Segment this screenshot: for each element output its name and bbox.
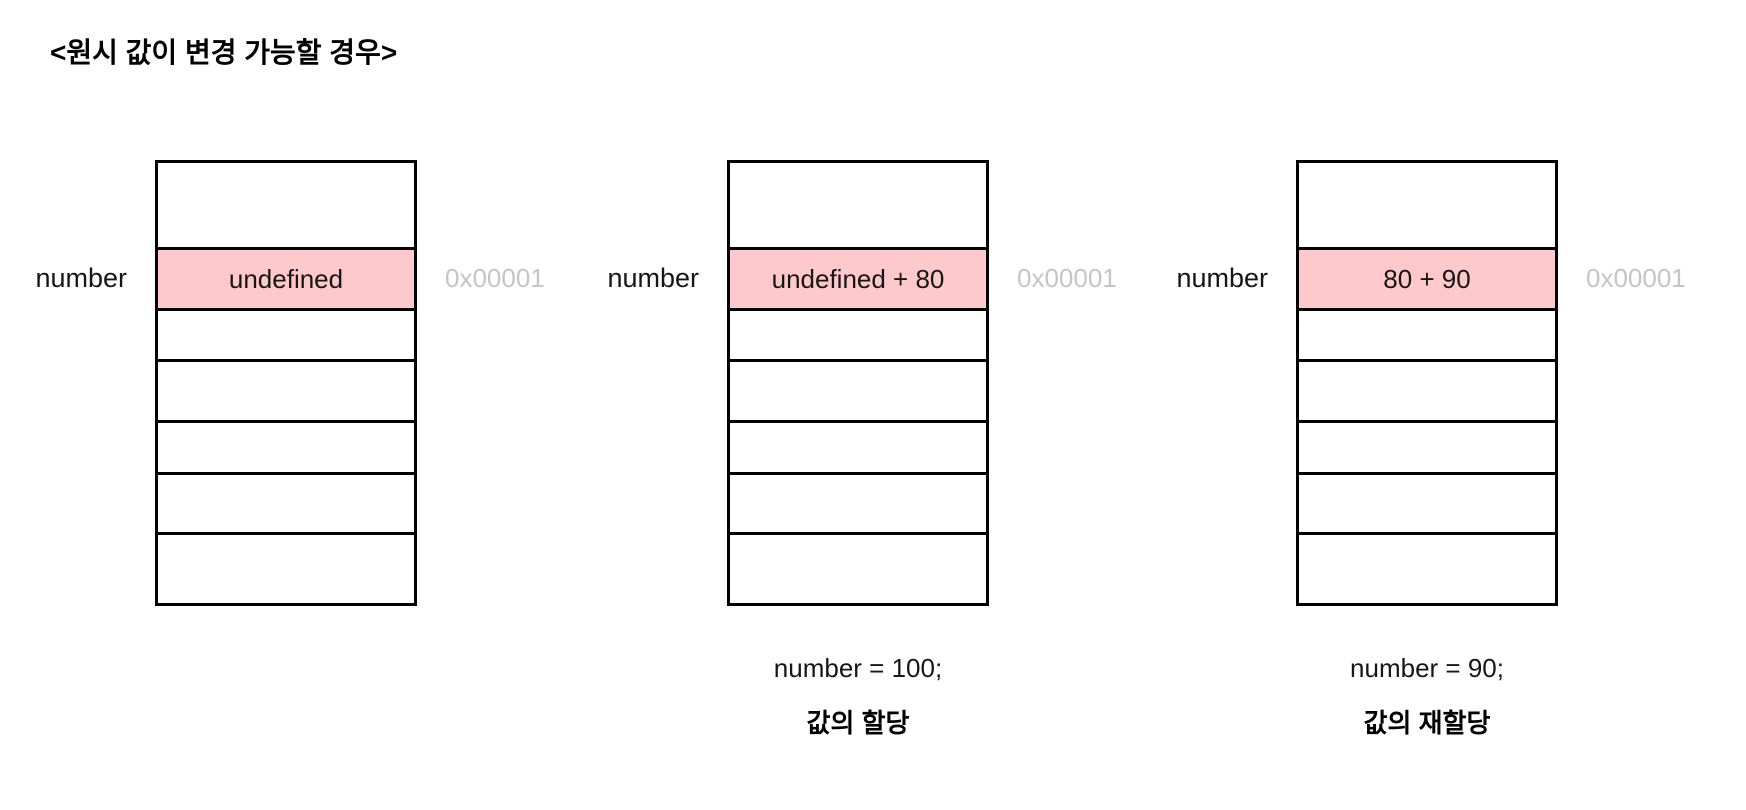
memory-stack: undefined + 80 (727, 160, 989, 606)
memory-cell (1299, 163, 1555, 247)
memory-address: 0x00001 (445, 263, 545, 293)
memory-cell-highlighted: undefined + 80 (730, 247, 986, 308)
memory-cell (730, 532, 986, 603)
reassignment-code-caption: number = 90; (1350, 653, 1504, 683)
memory-cell (1299, 420, 1555, 472)
memory-cell (158, 359, 414, 420)
memory-cell (730, 163, 986, 247)
caption-title: 값의 할당 (806, 708, 910, 738)
memory-cell (730, 420, 986, 472)
memory-cell (158, 163, 414, 247)
assignment-code-caption: number = 100; (773, 653, 943, 683)
memory-cell (158, 308, 414, 359)
cell-value: undefined (228, 263, 344, 294)
memory-cell (158, 472, 414, 532)
variable-label: number (607, 263, 699, 293)
memory-stack: 80 + 90 (1296, 160, 1558, 606)
memory-cell (1299, 308, 1555, 359)
variable-label: number (35, 263, 127, 293)
memory-cell (730, 359, 986, 420)
memory-cell (730, 472, 986, 532)
memory-cell (1299, 359, 1555, 420)
memory-cell-highlighted: undefined (158, 247, 414, 308)
memory-cell (1299, 532, 1555, 603)
memory-cell-highlighted: 80 + 90 (1299, 247, 1555, 308)
variable-label: number (1176, 263, 1268, 293)
caption-title: 값의 재할당 (1363, 708, 1491, 738)
memory-stack: undefined (155, 160, 417, 606)
memory-cell (1299, 472, 1555, 532)
memory-cell (158, 532, 414, 603)
memory-address: 0x00001 (1586, 263, 1686, 293)
memory-cell (730, 308, 986, 359)
memory-panel-declaration: number undefined 0x00001 (0, 160, 655, 780)
memory-panel-assignment: number undefined + 80 0x00001 number = 1… (547, 160, 1227, 780)
page-title: <원시 값이 변경 가능할 경우> (50, 37, 398, 68)
memory-address: 0x00001 (1017, 263, 1117, 293)
memory-cell (158, 420, 414, 472)
cell-value: 80 + 90 (1383, 263, 1471, 294)
cell-value: undefined + 80 (771, 263, 945, 294)
memory-panel-reassignment: number 80 + 90 0x00001 number = 90; 값의 재… (1116, 160, 1746, 780)
